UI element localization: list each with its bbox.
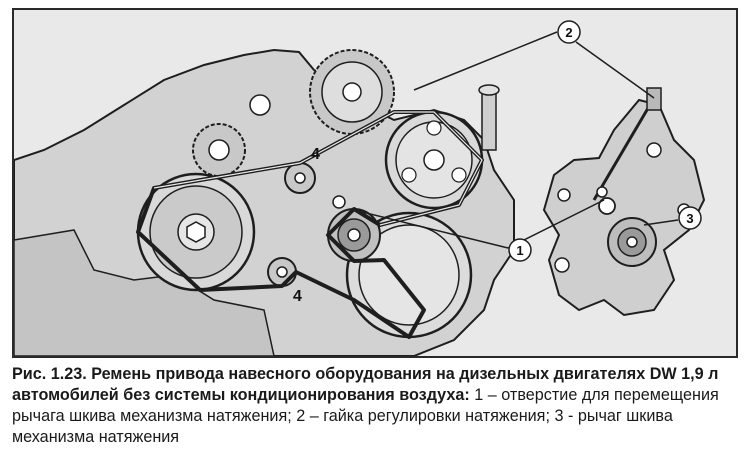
label-4-upper: 4: [311, 146, 320, 163]
callout-1-label: 1: [516, 243, 523, 258]
caption-body: 1 – отверстие для перемещения рычага шки…: [12, 386, 719, 446]
figure-caption: Рис. 1.23. Ремень привода навесного обор…: [12, 364, 738, 448]
engine-belt-drawing: 2 1 3 4 4: [14, 20, 706, 356]
right-bracket: [542, 98, 706, 317]
caption-title: Рис. 1.23. Ремень привода навесного обор…: [12, 365, 719, 404]
callout-1: 1: [508, 238, 532, 262]
label-4-lower: 4: [293, 288, 302, 305]
callout-2-label: 2: [565, 25, 572, 40]
figure-frame: 2 1 3 4 4: [12, 8, 738, 358]
callout-3: 3: [678, 206, 702, 230]
callout-3-label: 3: [686, 211, 693, 226]
callout-2: 2: [557, 20, 581, 44]
